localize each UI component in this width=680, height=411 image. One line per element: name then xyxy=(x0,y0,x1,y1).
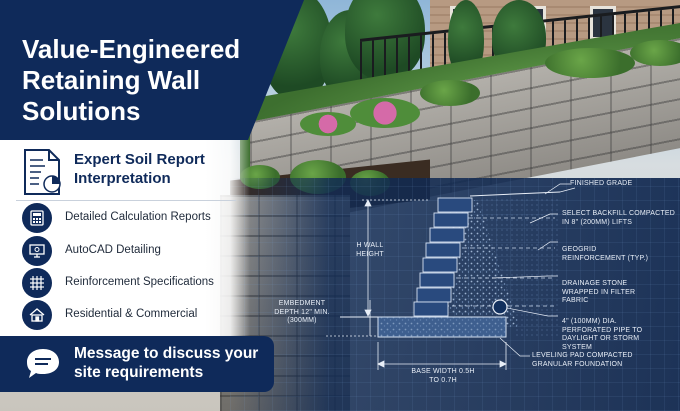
headline: Value-Engineered Retaining Wall Solution… xyxy=(22,34,241,126)
shrub xyxy=(630,40,680,66)
feature-autocad-detailing: AutoCAD Detailing xyxy=(22,236,252,266)
feature-label: Residential & Commercial xyxy=(65,308,198,320)
feature-calculation-reports: Detailed Calculation Reports xyxy=(22,203,252,233)
message-cta[interactable]: Message to discuss your site requirement… xyxy=(0,336,274,392)
diagram-lines xyxy=(326,183,576,370)
shrub xyxy=(420,80,480,106)
flower-bed xyxy=(300,112,356,136)
house-icon xyxy=(22,300,52,330)
left-panel: Value-Engineered Retaining Wall Solution… xyxy=(0,0,304,411)
finished-grade-label: FINISHED GRADE xyxy=(570,180,633,187)
calculator-icon xyxy=(22,203,52,233)
report-document-icon xyxy=(24,149,61,195)
leveling-pad-label: LEVELING PAD COMPACTED GRANULAR FOUNDATI… xyxy=(532,352,633,368)
drainage-stone-label: DRAINAGE STONE WRAPPED IN FILTER FABRIC xyxy=(562,280,636,304)
soil-report-highlight: Expert Soil Report Interpretation xyxy=(16,146,246,202)
chat-bubble-icon xyxy=(27,349,59,378)
feature-label: Reinforcement Specifications xyxy=(65,276,214,288)
feature-reinforcement-specifications: Reinforcement Specifications xyxy=(22,268,252,298)
monitor-icon xyxy=(22,236,52,266)
divider xyxy=(16,200,236,201)
feature-label: AutoCAD Detailing xyxy=(65,244,161,256)
title-banner xyxy=(0,0,304,140)
grid-icon xyxy=(22,268,52,298)
highlight-text: Expert Soil Report Interpretation xyxy=(74,151,205,187)
perforated-pipe-label: 4" (100mm) DIA. PERFORATED PIPE TO DAYLI… xyxy=(562,318,643,351)
cta-text: Message to discuss your site requirement… xyxy=(74,345,259,381)
wall-height-label: H WALL HEIGHT xyxy=(356,242,384,258)
select-backfill-label: SELECT BACKFILL COMPACTED IN 8" (200mm) … xyxy=(562,210,676,226)
feature-residential-commercial: Residential & Commercial xyxy=(22,300,252,330)
wall-cross-section-diagram: FINISHED GRADE SELECT BACKFILL COMPACTED… xyxy=(230,178,680,411)
shrub xyxy=(545,48,635,78)
feature-label: Detailed Calculation Reports xyxy=(65,211,211,223)
base-width-label: BASE WIDTH 0.5H TO 0.7H xyxy=(411,368,475,384)
geogrid-label: GEOGRID REINFORCEMENT (TYP.) xyxy=(562,246,649,262)
flower-bed xyxy=(350,98,420,128)
embedment-depth-label: EMBEDMENT DEPTH 12" MIN. (300mm) xyxy=(274,300,330,324)
